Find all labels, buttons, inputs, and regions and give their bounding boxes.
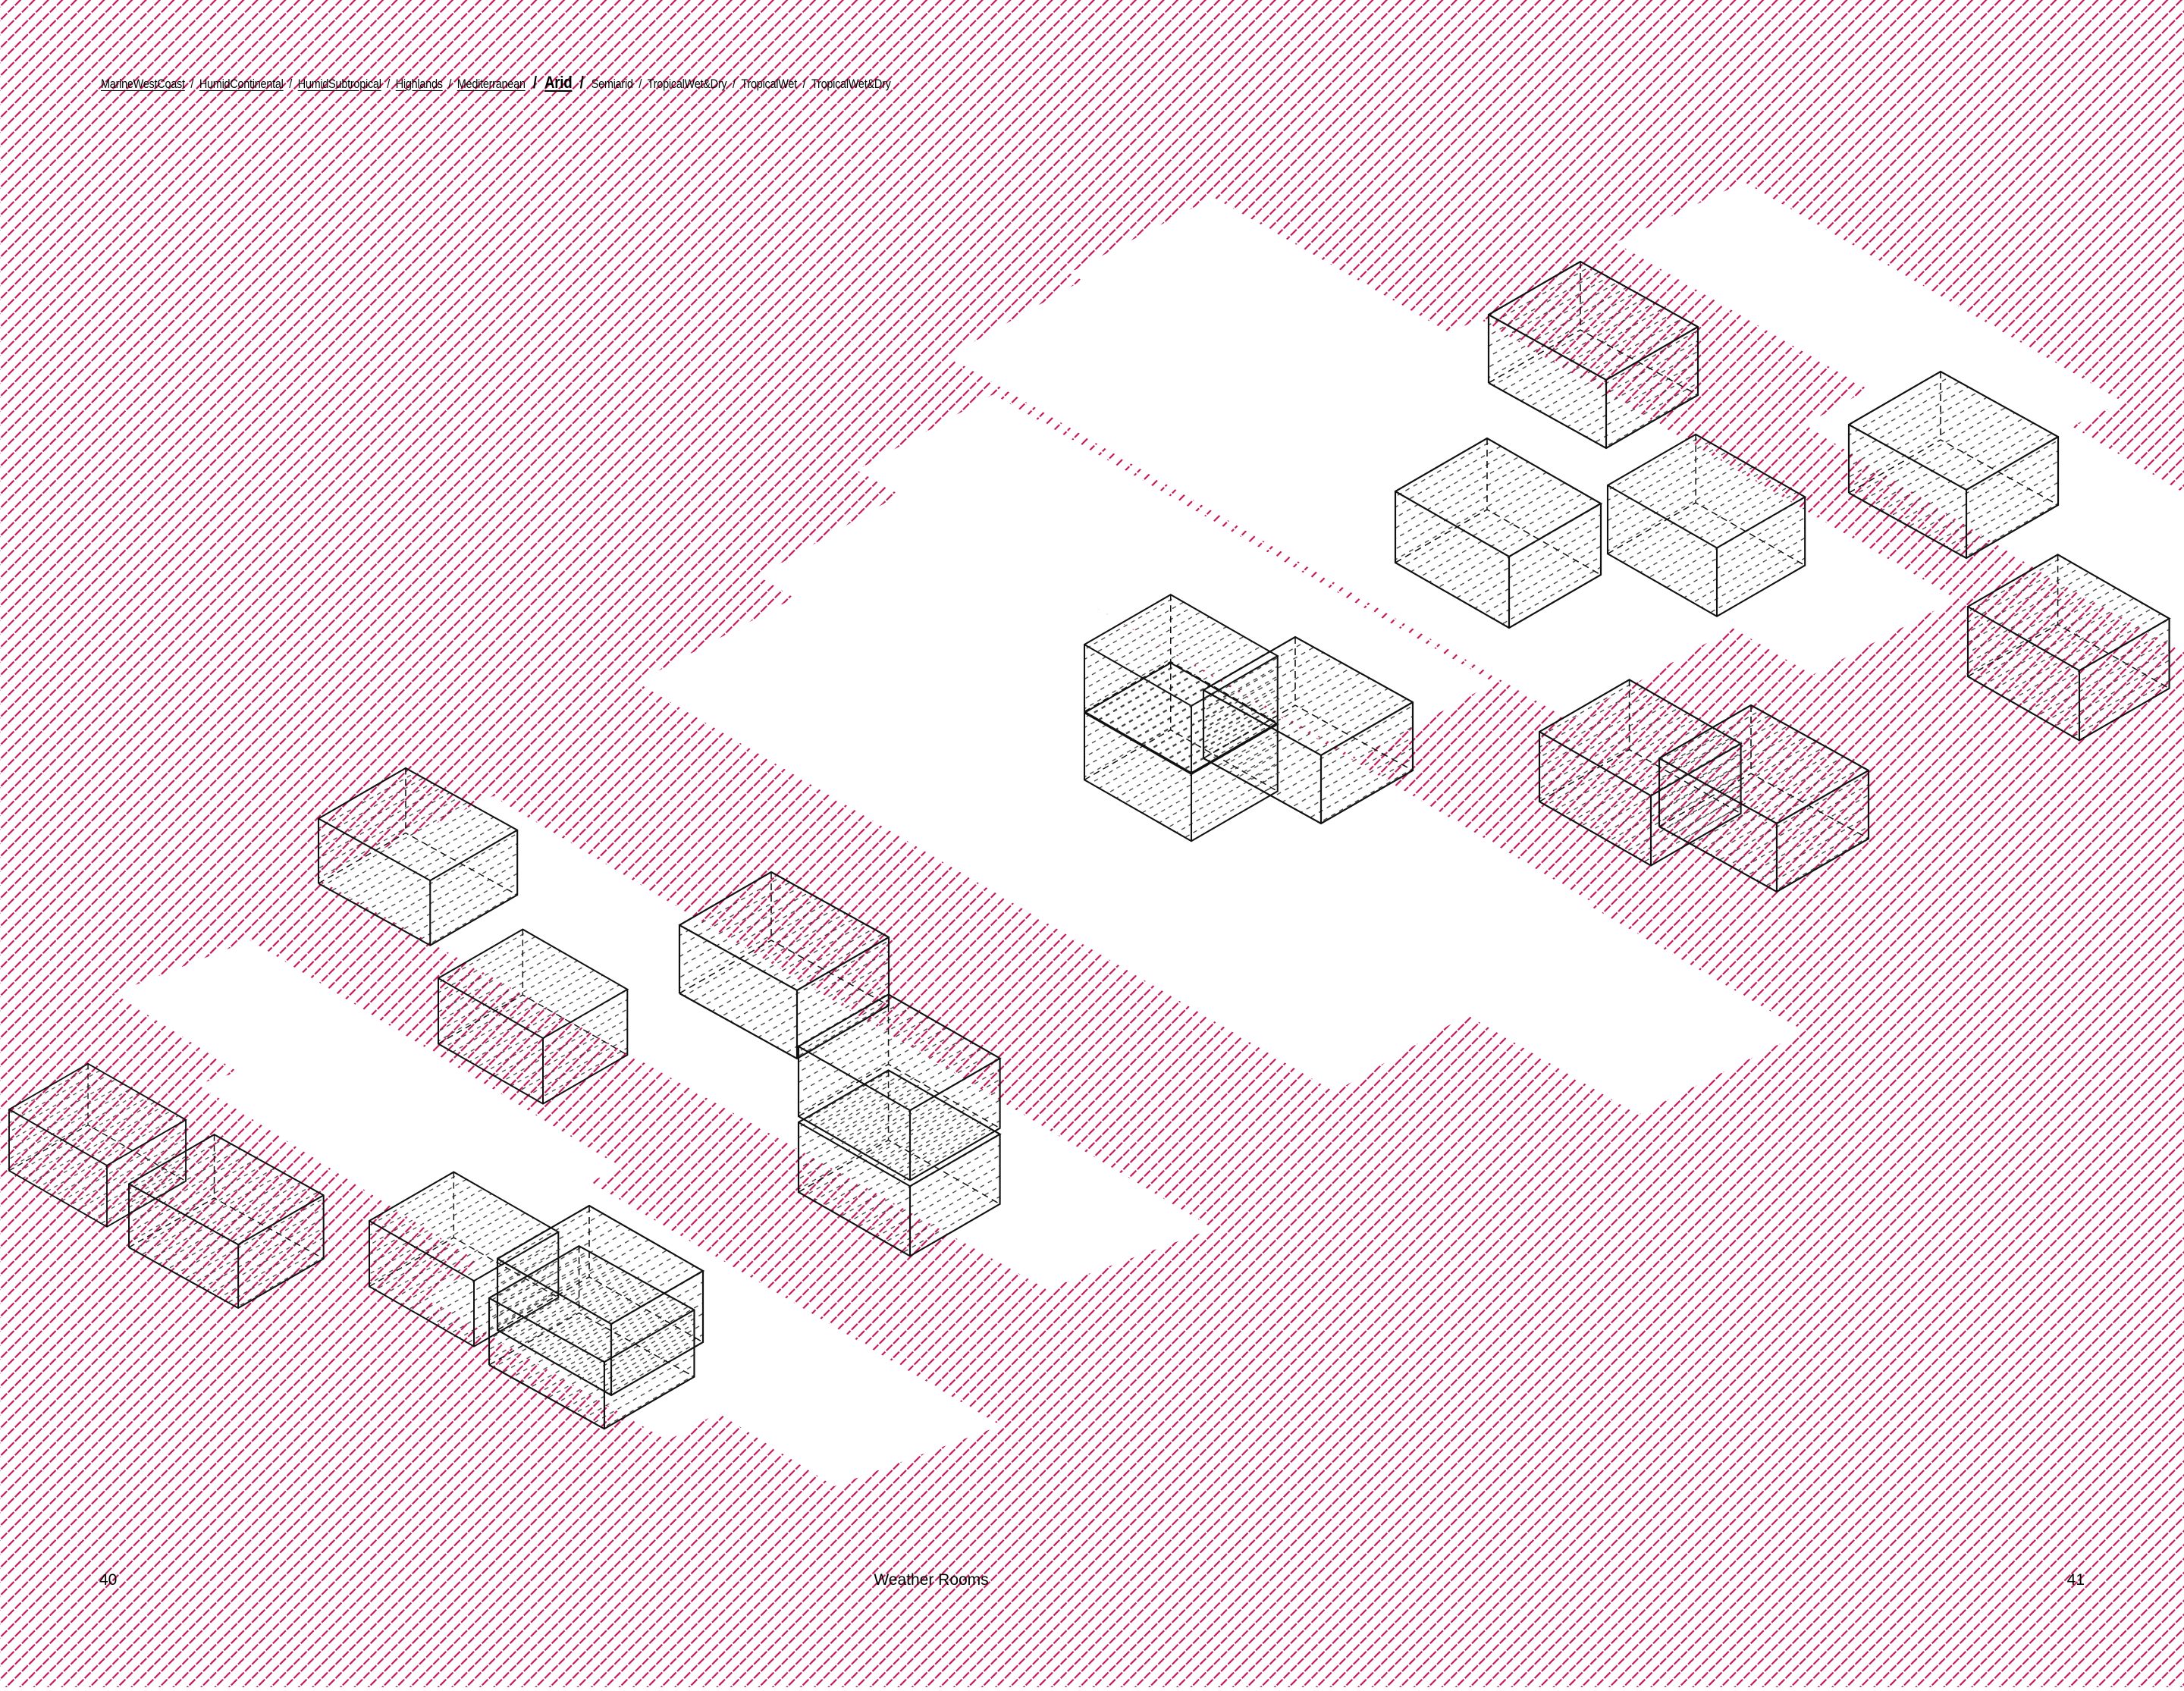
nav-separator: / bbox=[289, 77, 293, 91]
nav-separator: / bbox=[190, 77, 194, 91]
nav-item-marinewestcoast[interactable]: MarineWestCoast bbox=[101, 77, 185, 91]
nav-separator: / bbox=[639, 77, 642, 91]
page-number-right: 41 bbox=[2066, 1571, 2085, 1589]
nav-separator: / bbox=[532, 73, 537, 92]
nav-separator: / bbox=[387, 77, 391, 91]
nav-item-humidsubtropical[interactable]: HumidSubtropical bbox=[297, 77, 381, 91]
nav-item-arid-current[interactable]: Arid bbox=[544, 73, 573, 92]
nav-item-semiarid[interactable]: Semiarid bbox=[591, 77, 633, 91]
nav-separator: / bbox=[802, 77, 806, 91]
nav-item-mediterranean[interactable]: Mediterranean bbox=[457, 77, 526, 91]
nav-item-humidcontinental[interactable]: HumidContinental bbox=[199, 77, 284, 91]
nav-item-tropicalwetdry-2[interactable]: TropicalWet&Dry bbox=[811, 77, 891, 91]
nav-item-highlands[interactable]: Highlands bbox=[395, 77, 443, 91]
nav-item-tropicalwetdry[interactable]: TropicalWet&Dry bbox=[647, 77, 727, 91]
climate-navigation: MarineWestCoast / HumidContinental / Hum… bbox=[101, 73, 891, 103]
nav-separator: / bbox=[733, 77, 736, 91]
nav-separator: / bbox=[579, 73, 584, 92]
running-title: Weather Rooms bbox=[874, 1571, 989, 1589]
nav-item-tropicalwet[interactable]: TropicalWet bbox=[741, 77, 797, 91]
shadow-areas bbox=[114, 182, 2184, 1486]
page-number-left: 40 bbox=[99, 1571, 118, 1589]
nav-separator: / bbox=[448, 77, 452, 91]
